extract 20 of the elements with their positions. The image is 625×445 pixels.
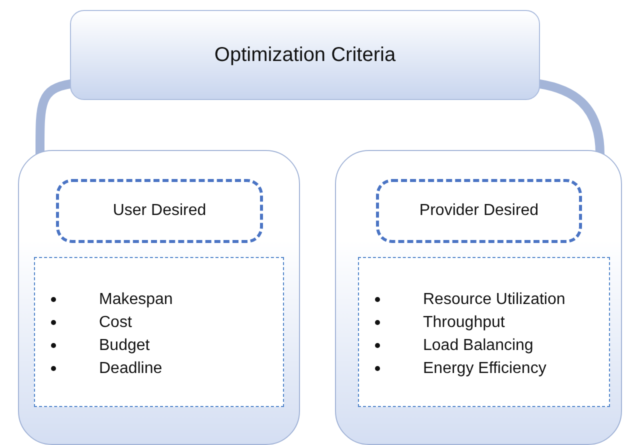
criteria-list bbox=[34, 257, 284, 407]
connector bbox=[538, 79, 604, 154]
list-item: Makespan bbox=[35, 288, 283, 311]
list-item: Resource Utilization bbox=[359, 288, 609, 311]
connector bbox=[36, 79, 72, 154]
list-item: Deadline bbox=[35, 357, 283, 380]
category-box bbox=[376, 179, 582, 243]
group-panel bbox=[18, 150, 300, 445]
category-box bbox=[56, 179, 263, 243]
list-item: Load Balancing bbox=[359, 334, 609, 357]
list-item: Budget bbox=[35, 334, 283, 357]
category-label: Provider Desired bbox=[419, 202, 539, 220]
title-text: Optimization Criteria bbox=[214, 44, 396, 66]
list-item: Throughput bbox=[359, 311, 609, 334]
title-box bbox=[70, 10, 540, 100]
criteria-list bbox=[358, 257, 610, 407]
group-panel bbox=[335, 150, 622, 445]
list-item: Energy Efficiency bbox=[359, 357, 609, 380]
category-label: User Desired bbox=[112, 202, 206, 220]
list-item: Cost bbox=[35, 311, 283, 334]
